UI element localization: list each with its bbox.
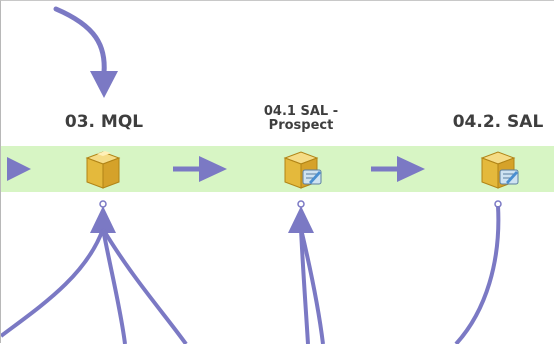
stage-label-sal: 04.2. SAL [452, 112, 544, 132]
return-connector-sal[interactable] [454, 205, 501, 344]
stage-label-mql: 03. MQL [64, 112, 144, 132]
incoming-connector-mql-top[interactable] [53, 6, 107, 76]
arrowhead-up-mql [90, 206, 116, 233]
stage-label-sal-prospect: 04.1 SAL - Prospect [241, 105, 361, 132]
return-connector-sal-prospect-2[interactable] [299, 228, 325, 344]
box-edit-icon[interactable] [277, 144, 325, 192]
return-connector-mql-3[interactable] [101, 227, 188, 344]
arrowhead-up-sal-prospect [288, 206, 314, 233]
arrowhead-to-sal-prospect [199, 156, 227, 182]
stage-label-sal-prospect-line1: 04.1 SAL - [263, 104, 339, 119]
arrowhead-left-edge [7, 157, 31, 181]
return-connector-mql-2[interactable] [101, 228, 127, 344]
box-icon[interactable] [79, 144, 127, 192]
arrowhead-down-mql [90, 71, 118, 98]
box-edit-icon[interactable] [474, 144, 522, 192]
arrowhead-to-sal [397, 156, 425, 182]
return-connector-sal-prospect-1[interactable] [299, 228, 310, 344]
stage-label-sal-prospect-line2: Prospect [268, 117, 334, 133]
return-connector-mql-1[interactable] [1, 228, 105, 338]
